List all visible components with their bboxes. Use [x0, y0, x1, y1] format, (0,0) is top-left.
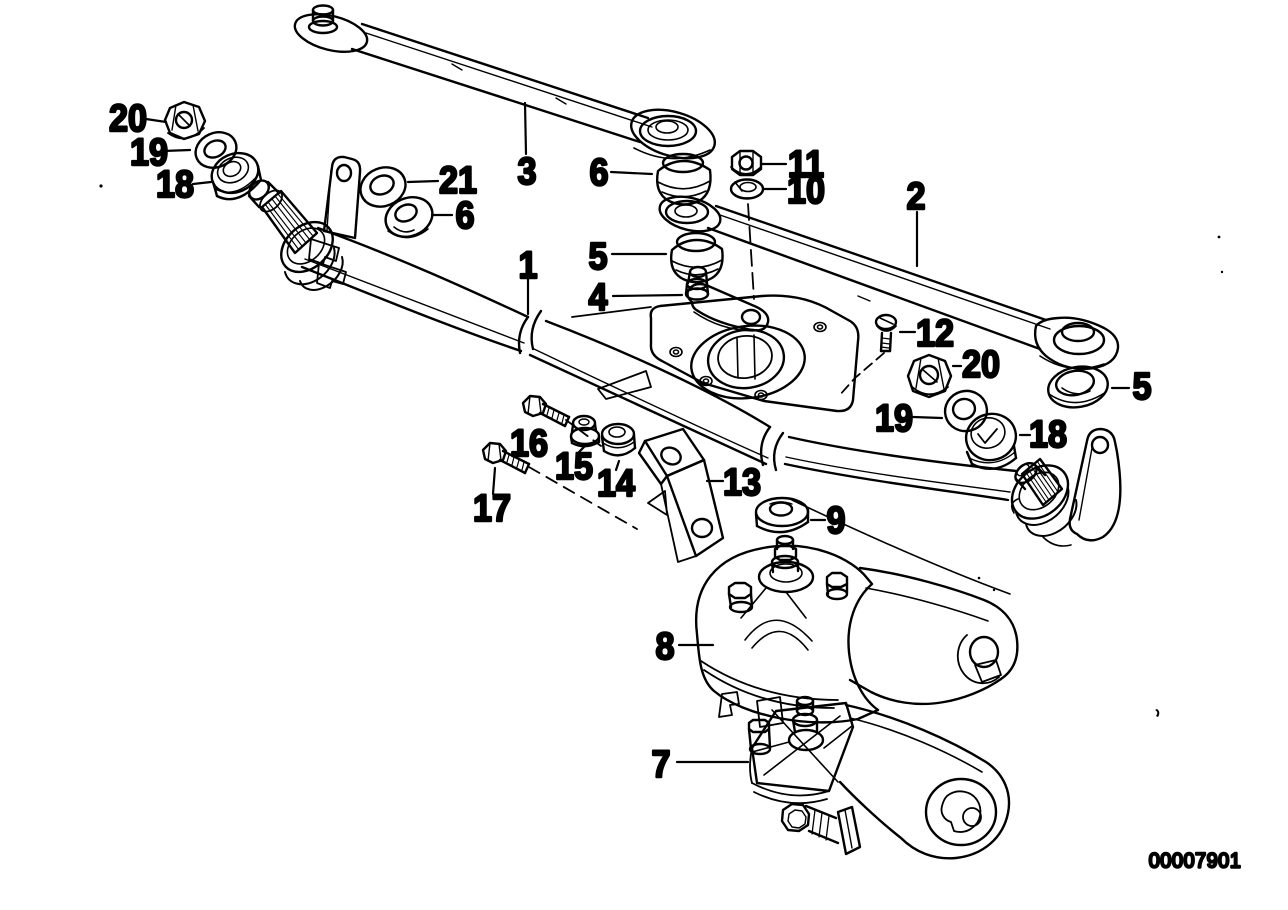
screw-12 — [874, 313, 898, 353]
callout-7: 7 — [651, 742, 670, 785]
leader-lines — [144, 101, 1131, 764]
callout-13: 13 — [723, 460, 761, 503]
callout-17: 17 — [473, 486, 511, 529]
callout-5: 5 — [588, 234, 607, 277]
wiper-motor-7 — [747, 695, 1011, 860]
left-frame-bracket — [322, 155, 362, 240]
bolt-16 — [521, 394, 571, 428]
callout-3: 3 — [517, 149, 536, 192]
callout-15: 15 — [555, 444, 593, 487]
washer-10 — [729, 178, 765, 200]
bracket-13 — [637, 427, 725, 563]
callout-10: 10 — [787, 168, 825, 211]
callout-8: 8 — [655, 624, 674, 667]
nut-20-right — [906, 353, 953, 399]
callout-20: 20 — [962, 342, 1000, 385]
callout-12: 12 — [916, 311, 954, 354]
motor-connector — [780, 802, 862, 856]
callout-9: 9 — [826, 498, 845, 541]
callout-19: 19 — [130, 130, 168, 173]
nut-11 — [730, 149, 763, 177]
wiper-arm-3 — [293, 4, 716, 160]
callout-5: 5 — [1132, 364, 1151, 407]
bushing-18-right — [964, 412, 1018, 470]
mounting-plate — [571, 294, 860, 413]
ball-mount-6-center — [655, 152, 712, 206]
grommet-6-left — [384, 196, 434, 239]
callout-21: 21 — [439, 158, 477, 201]
washer-19-left — [194, 131, 238, 169]
callout-11: 11 — [788, 142, 824, 185]
callout-2: 2 — [906, 174, 925, 217]
linkage-rod-2 — [658, 195, 1120, 370]
bolt-17 — [481, 441, 531, 475]
crank-arm-4 — [684, 265, 770, 332]
right-pivot-shaft — [1010, 457, 1078, 537]
callout-18: 18 — [1029, 412, 1067, 455]
callout-6: 6 — [455, 193, 474, 236]
washer-19-right — [943, 389, 989, 433]
drawing-number: 00007901 — [1149, 849, 1242, 873]
print-specks — [99, 184, 1224, 717]
right-frame-bracket — [1042, 427, 1122, 547]
callout-19: 19 — [875, 396, 913, 439]
bushing-18-left — [210, 151, 263, 201]
grommet-9 — [754, 496, 810, 534]
callout-16: 16 — [510, 421, 548, 464]
bushing-14 — [600, 422, 637, 457]
left-pivot-shaft — [247, 179, 344, 291]
callout-18: 18 — [156, 162, 194, 205]
nut-20-left — [163, 100, 207, 141]
wiper-motor-8 — [694, 534, 1019, 728]
ring-21 — [359, 166, 407, 208]
ball-mount-5-center — [669, 231, 724, 284]
callout-1: 1 — [518, 243, 537, 286]
grommet-5-right — [1047, 365, 1109, 409]
callout-14: 14 — [597, 461, 635, 504]
callout-6: 6 — [589, 150, 608, 193]
frame-console-1 — [247, 155, 1122, 595]
callout-4: 4 — [588, 275, 607, 318]
callout-20: 20 — [109, 96, 147, 139]
